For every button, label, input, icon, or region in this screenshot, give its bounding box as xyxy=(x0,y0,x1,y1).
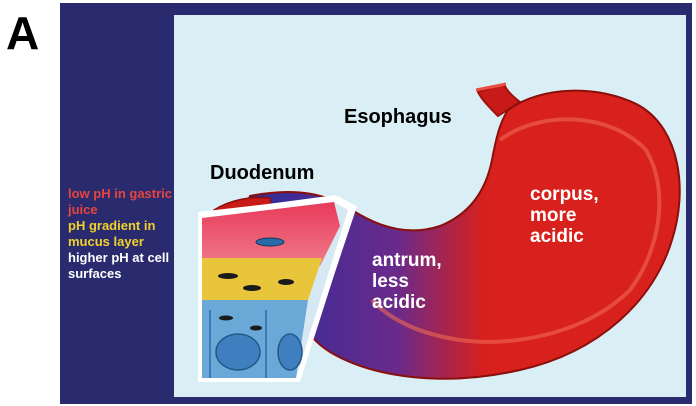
label-esophagus: Esophagus xyxy=(344,106,452,129)
label-corpus-line3: acidic xyxy=(530,226,599,247)
legend-gradient: pH gradient in mucus layer xyxy=(68,218,178,250)
label-corpus: corpus, more acidic xyxy=(530,184,599,247)
label-corpus-line1: corpus, xyxy=(530,184,599,205)
label-antrum-line1: antrum, xyxy=(372,250,442,271)
label-antrum-line2: less xyxy=(372,271,442,292)
legend-low-ph: low pH in gastric juice xyxy=(68,186,178,218)
label-duodenum: Duodenum xyxy=(210,162,314,185)
label-corpus-line2: more xyxy=(530,205,599,226)
label-antrum: antrum, less acidic xyxy=(372,250,442,313)
label-antrum-line3: acidic xyxy=(372,292,442,313)
ph-legend: low pH in gastric juice pH gradient in m… xyxy=(68,186,178,282)
legend-higher-ph: higher pH at cell surfaces xyxy=(68,250,178,282)
